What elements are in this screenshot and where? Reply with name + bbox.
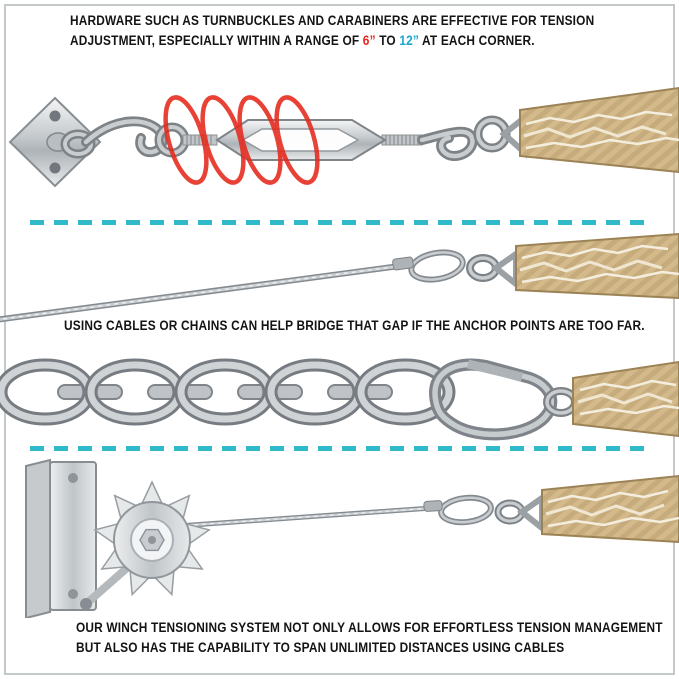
heading-text-2-suffix: AT EACH CORNER. (419, 33, 535, 48)
strap (572, 360, 679, 438)
winch-illustration (25, 458, 679, 618)
steel-cable (177, 505, 433, 529)
turnbuckle-illustration (8, 86, 679, 188)
range-max-value: 12” (399, 33, 420, 48)
caption-winch-line-1: OUR WINCH TENSIONING SYSTEM NOT ONLY ALL… (76, 620, 663, 635)
range-join-text: TO (375, 33, 400, 48)
heading-line-2: ADJUSTMENT, ESPECIALLY WITHIN A RANGE OF… (70, 33, 535, 48)
turnbuckle-body (154, 119, 423, 161)
chain-illustration (0, 358, 679, 441)
steel-cable (0, 263, 401, 323)
hook-right (417, 126, 478, 161)
caption-winch-line-2: BUT ALSO HAS THE CAPABILITY TO SPAN UNLI… (76, 640, 564, 655)
heading-text-1: HARDWARE SUCH AS TURNBUCKLES AND CARABIN… (70, 13, 595, 28)
hook-left (81, 116, 168, 158)
caption-winch-text-2: BUT ALSO HAS THE CAPABILITY TO SPAN UNLI… (76, 640, 565, 655)
connector-ring (466, 248, 519, 291)
connector-ring (494, 492, 545, 535)
heading-line-1: HARDWARE SUCH AS TURNBUCKLES AND CARABIN… (70, 13, 594, 28)
separator-dashed-line-bottom (30, 446, 650, 451)
strap (541, 474, 679, 544)
connector-ring (473, 111, 527, 159)
carabiner (429, 358, 558, 441)
wall-mount-plate (8, 96, 102, 188)
cable-illustration (0, 232, 679, 323)
ratchet-gear (93, 480, 211, 597)
range-min-value: 6” (362, 33, 376, 48)
heading-text-2-prefix: ADJUSTMENT, ESPECIALLY WITHIN A RANGE OF (70, 33, 363, 48)
separator-dashed-line-top (30, 220, 650, 225)
strap (519, 86, 679, 174)
winch-bracket (25, 458, 97, 618)
cable-crimp-loop (392, 249, 466, 283)
chain-links (0, 358, 456, 426)
tension-spring-graphic (163, 95, 320, 185)
caption-cables-chains: USING CABLES OR CHAINS CAN HELP BRIDGE T… (64, 318, 645, 333)
caption-cables-chains-text: USING CABLES OR CHAINS CAN HELP BRIDGE T… (64, 318, 645, 333)
strap (515, 232, 679, 300)
cable-crimp-loop (423, 494, 494, 526)
caption-winch-text-1: OUR WINCH TENSIONING SYSTEM NOT ONLY ALL… (76, 620, 663, 635)
